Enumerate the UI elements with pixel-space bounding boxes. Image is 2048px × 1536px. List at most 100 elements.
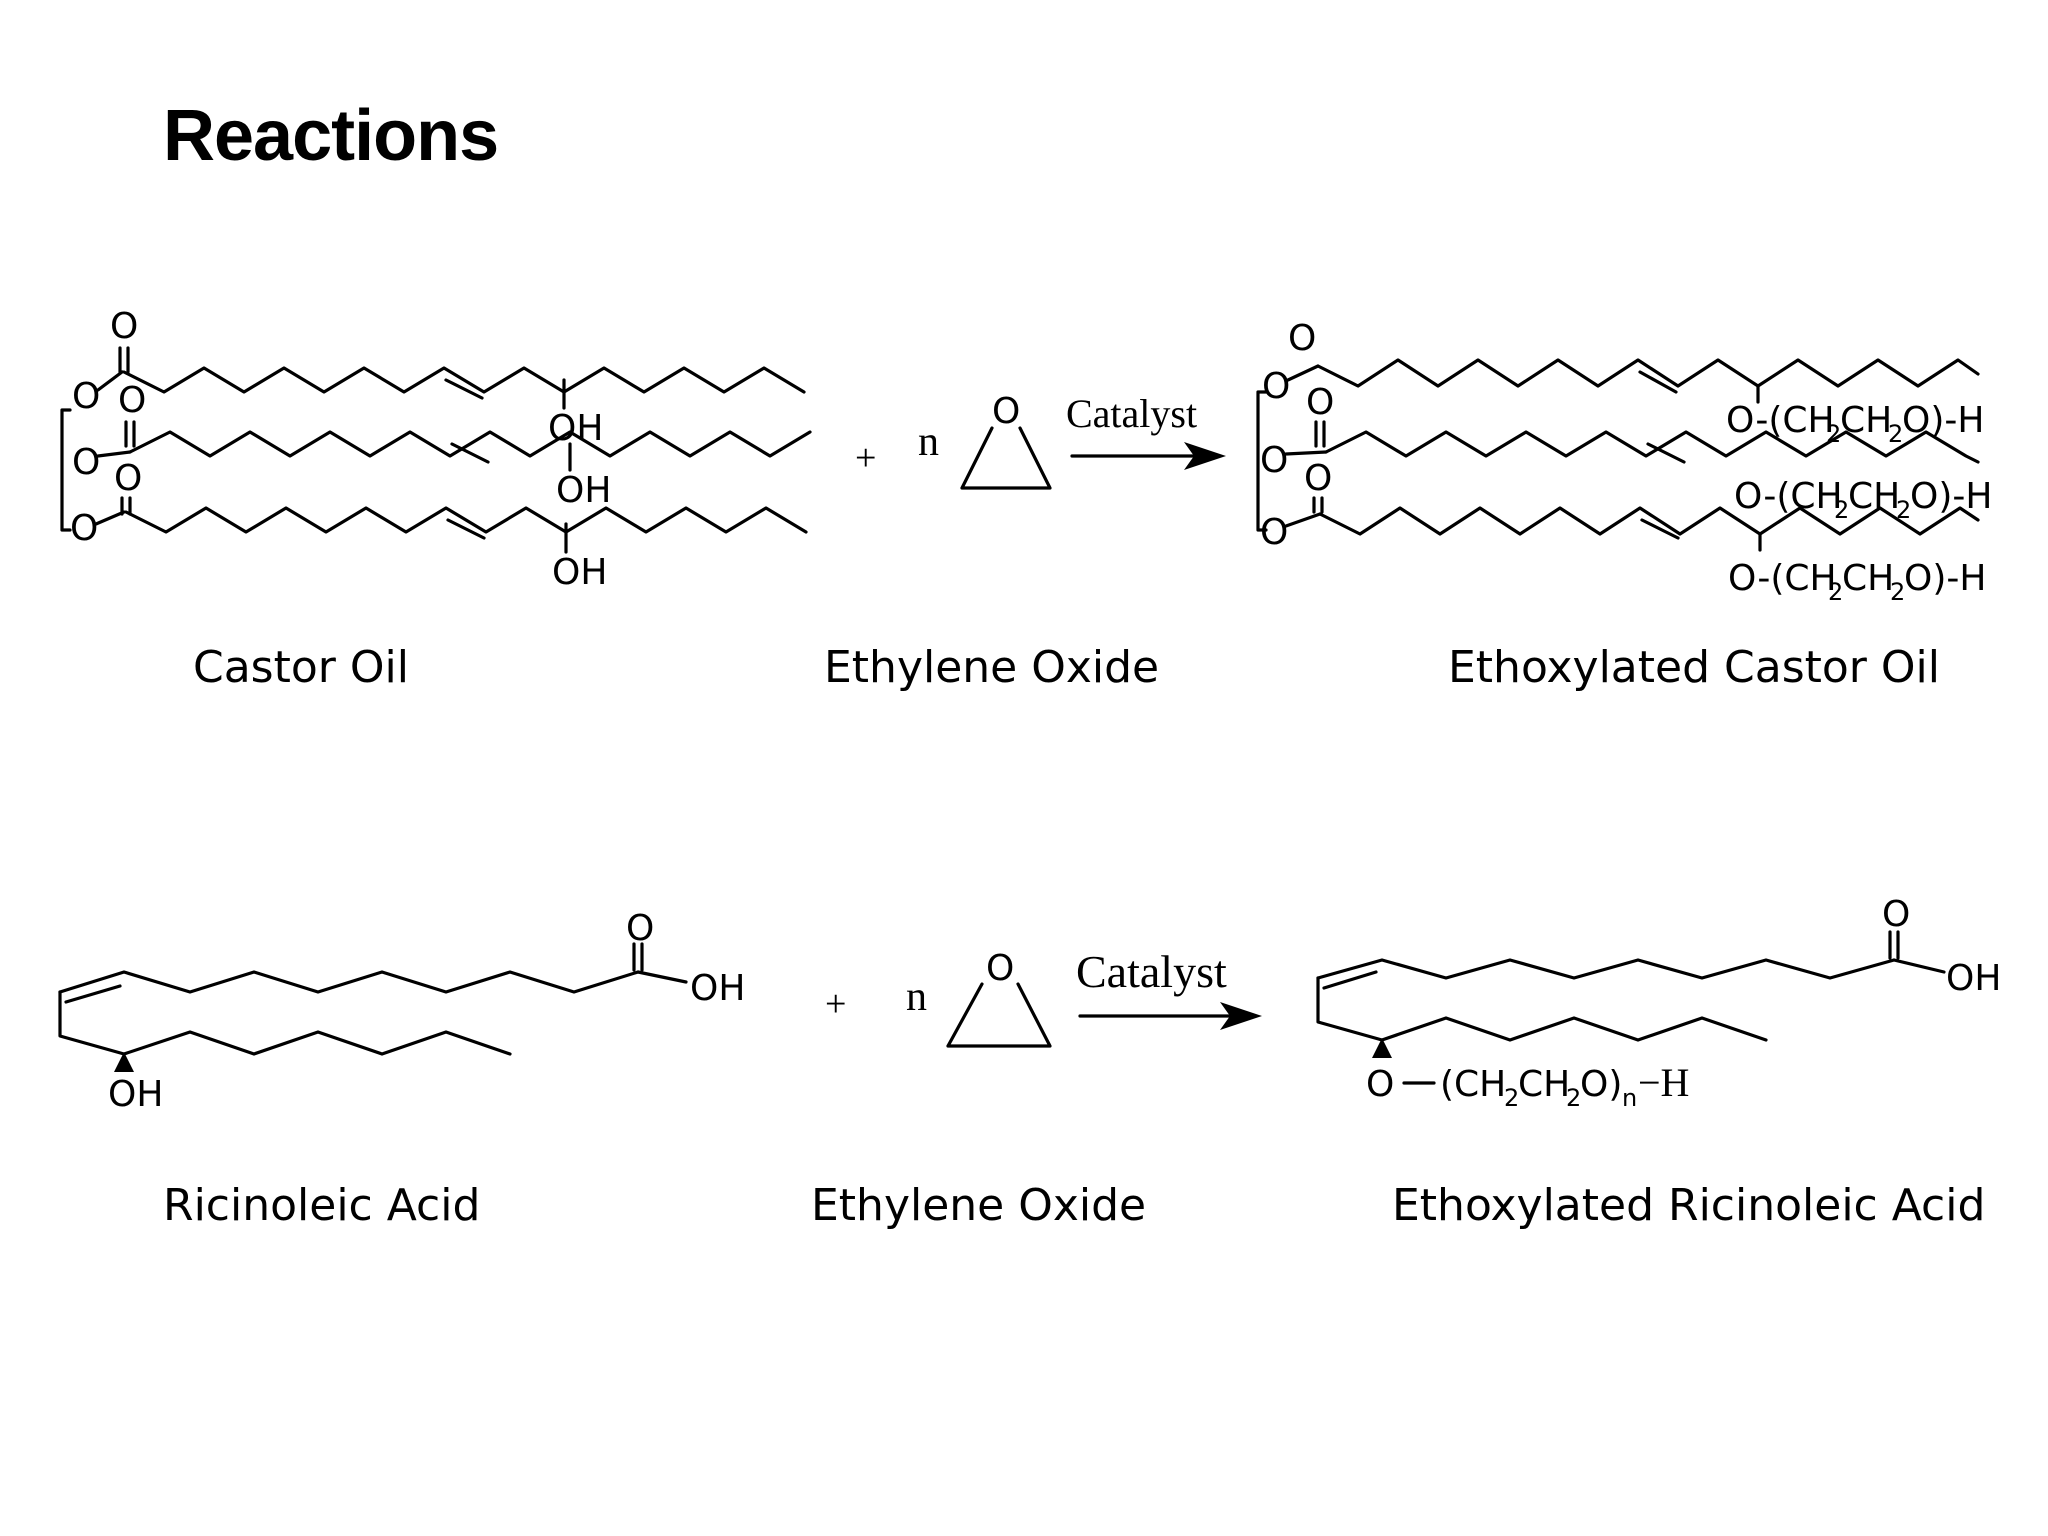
stoichiometric-coefficient: n: [918, 419, 939, 465]
stoichiometric-coefficient: n: [906, 974, 927, 1020]
ester-oxygen-1: O: [1262, 366, 1290, 407]
carbonyl-double-bond: [120, 496, 132, 516]
chain-end: −H: [1638, 1060, 1689, 1105]
alkyl-chain-bond: [122, 366, 806, 394]
carbonyl-double-bond: [1312, 496, 1324, 514]
fatty-chain-3: O O OH: [70, 458, 808, 593]
alkyl-chain-bond: [1316, 958, 1896, 980]
ch-group: CH: [1518, 1064, 1570, 1105]
alkene-double-bond: [1640, 518, 1680, 540]
alkyl-chain-bond: [1316, 358, 1980, 388]
carbonyl-oxygen-3: O: [1304, 458, 1332, 499]
alkene-double-bond: [1322, 970, 1378, 990]
ethoxy-chain-1: O-(CH 2 CH 2 O)-H: [1726, 400, 1984, 448]
ester-bond: [1286, 364, 1320, 382]
ester-oxygen-2: O: [72, 442, 100, 483]
alkyl-chain-bond: [128, 430, 812, 458]
subscript-2: 2: [1828, 578, 1843, 606]
carbonyl-double-bond: [124, 420, 136, 448]
ether-oxygen: O: [1366, 1064, 1394, 1105]
epoxide-ring: [946, 982, 1052, 1048]
ricinoleic-acid-label: Ricinoleic Acid: [163, 1180, 481, 1231]
alkyl-chain-bond: [124, 506, 808, 534]
alkene-double-bond: [1646, 442, 1686, 464]
alkyl-chain-bond: [58, 990, 512, 1056]
hydroxyl-group-2: OH: [556, 470, 611, 511]
stereo-wedge: [114, 1052, 134, 1072]
subscript-2: 2: [1504, 1084, 1519, 1112]
ethylene-oxide-structure: O: [960, 391, 1052, 490]
ether-prefix: O-(CH: [1726, 400, 1835, 441]
carboxyl-bond: [636, 970, 688, 984]
subscript-2: 2: [1834, 496, 1849, 524]
epoxide-ring: [960, 426, 1052, 490]
reaction-arrow: [1070, 442, 1226, 470]
carboxyl-bond: [1892, 958, 1946, 974]
alkene-double-bond: [450, 442, 490, 464]
subscript-2: 2: [1888, 420, 1903, 448]
ester-bond: [1284, 450, 1328, 456]
ethoxylated-chain-2: O O O-(CH 2 CH 2 O)-H: [1260, 382, 1992, 524]
slide-title: Reactions: [163, 96, 499, 176]
subscript-2: 2: [1896, 496, 1911, 524]
stereo-wedge: [1372, 1038, 1392, 1058]
ethylene-oxide-label: Ethylene Oxide: [824, 642, 1160, 693]
fatty-chain-2: O O OH: [72, 380, 812, 511]
ricinoleic-acid-structure: O OH OH: [58, 908, 745, 1115]
ester-bond: [94, 510, 126, 526]
plus-sign: +: [855, 437, 876, 479]
chain-prefix: (CH: [1440, 1064, 1506, 1105]
ester-bond: [96, 450, 132, 458]
carbonyl-oxygen-3: O: [114, 458, 142, 499]
carbonyl-oxygen-1: O: [1288, 318, 1316, 359]
alkene-double-bond: [1638, 370, 1678, 394]
carbonyl-oxygen: O: [1882, 894, 1910, 935]
epoxide-oxygen: O: [992, 391, 1020, 432]
ethoxy-chain-3: O-(CH 2 CH 2 O)-H: [1728, 558, 1986, 606]
subscript-2: 2: [1890, 578, 1905, 606]
ch-group: CH: [1842, 558, 1894, 599]
alkene-double-bond: [446, 518, 486, 540]
subscript-n: n: [1622, 1084, 1637, 1112]
hydroxyl-group: OH: [108, 1074, 163, 1115]
ethoxylated-castor-oil-label: Ethoxylated Castor Oil: [1448, 642, 1940, 693]
ethoxylated-ricinoleic-acid-label: Ethoxylated Ricinoleic Acid: [1392, 1180, 1986, 1231]
ester-oxygen-3: O: [70, 508, 98, 549]
ester-bond: [96, 370, 124, 392]
ethylene-oxide-label: Ethylene Oxide: [811, 1180, 1147, 1231]
plus-sign: +: [825, 983, 846, 1025]
arrow-head: [1220, 1002, 1262, 1030]
chain-mid: O): [1580, 1064, 1622, 1105]
ethoxy-chain: O (CH 2 CH 2 O) n −H: [1366, 1060, 1689, 1112]
catalyst-label: Catalyst: [1066, 391, 1197, 436]
carbonyl-double-bond: [632, 942, 644, 972]
ethoxylated-chain-1: O O O-(CH 2 CH 2 O)-H: [1262, 318, 1984, 448]
alkyl-chain-bond: [1316, 976, 1768, 1042]
ethoxy-chain-2: O-(CH 2 CH 2 O)-H: [1734, 476, 1992, 524]
ester-oxygen-2: O: [1260, 440, 1288, 481]
glycerol-backbone-bond: [60, 408, 72, 532]
alkene-double-bond: [64, 984, 122, 1004]
alkyl-chain-bond: [58, 970, 640, 994]
carbonyl-oxygen-2: O: [118, 380, 146, 421]
carbonyl-double-bond: [1888, 930, 1900, 960]
castor-oil-label: Castor Oil: [193, 642, 409, 693]
ester-bond: [1284, 512, 1322, 528]
alkyl-chain-bond: [1318, 506, 1980, 536]
fatty-chain-1: O O OH: [72, 306, 806, 449]
ether-prefix: O-(CH: [1728, 558, 1837, 599]
carbonyl-oxygen-2: O: [1306, 382, 1334, 423]
ether-suffix: O)-H: [1902, 400, 1984, 441]
alkene-double-bond: [444, 378, 484, 400]
acid-hydroxyl: OH: [690, 968, 745, 1009]
ethoxylated-ricinoleic-acid-structure: O OH O (CH 2 CH 2 O) n −H: [1316, 894, 2001, 1112]
carbonyl-double-bond: [118, 346, 130, 374]
glycerol-backbone-bond: [1256, 390, 1268, 532]
ester-oxygen-3: O: [1260, 512, 1288, 553]
ether-suffix: O)-H: [1910, 476, 1992, 517]
epoxide-oxygen: O: [986, 948, 1014, 989]
subscript-2: 2: [1566, 1084, 1581, 1112]
hydroxyl-group-1: OH: [548, 408, 603, 449]
